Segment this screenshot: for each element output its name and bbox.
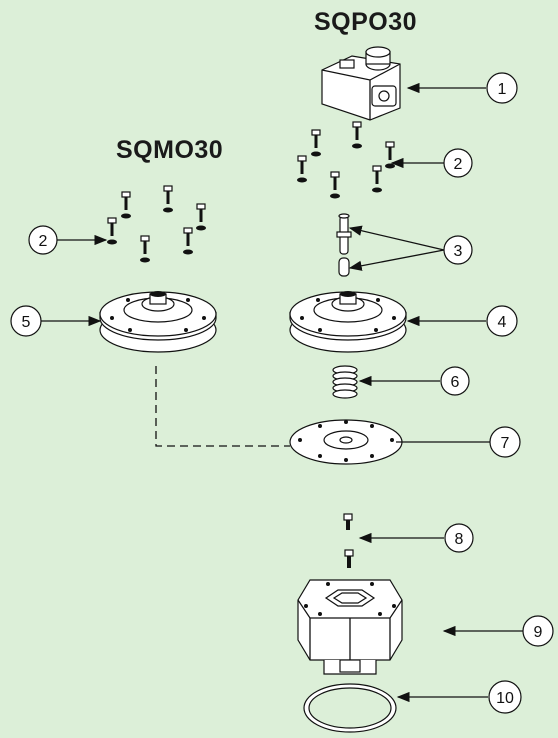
valve-body <box>297 579 403 675</box>
dashed-link <box>155 366 290 447</box>
pilot-cover <box>289 291 407 353</box>
leader-lines <box>41 82 524 703</box>
callout-1-label: 1 <box>498 81 507 98</box>
callout-2-right: 2 <box>443 148 473 178</box>
bolts-left <box>107 185 206 263</box>
callout-10: 10 <box>488 680 522 714</box>
spring <box>332 365 358 399</box>
callout-4: 4 <box>486 305 518 337</box>
o-ring <box>303 683 397 733</box>
callout-8: 8 <box>444 523 474 553</box>
callout-8-label: 8 <box>455 531 464 548</box>
callout-9-label: 9 <box>534 624 543 641</box>
diaphragm <box>289 419 403 465</box>
title-sqpo30: SQPO30 <box>314 8 418 36</box>
callout-3-label: 3 <box>454 243 463 260</box>
callout-4-label: 4 <box>498 314 507 331</box>
callout-10-label: 10 <box>496 690 514 707</box>
callout-2-left-label: 2 <box>39 233 48 250</box>
callout-2-right-label: 2 <box>454 156 463 173</box>
callout-2-left: 2 <box>28 225 58 255</box>
callout-6: 6 <box>440 366 470 396</box>
callout-5-label: 5 <box>22 314 31 331</box>
callout-7-label: 7 <box>501 435 510 452</box>
callout-6-label: 6 <box>451 374 460 391</box>
plunger-and-pin <box>336 213 352 277</box>
callout-3: 3 <box>443 235 473 265</box>
screws <box>343 513 354 568</box>
solenoid-coil <box>321 46 401 121</box>
title-sqmo30: SQMO30 <box>116 136 224 164</box>
cover <box>99 291 217 353</box>
callout-7: 7 <box>489 426 521 458</box>
callout-5: 5 <box>10 305 42 337</box>
callout-1: 1 <box>486 72 518 104</box>
callout-9: 9 <box>522 615 554 647</box>
bolts-right <box>297 121 395 199</box>
